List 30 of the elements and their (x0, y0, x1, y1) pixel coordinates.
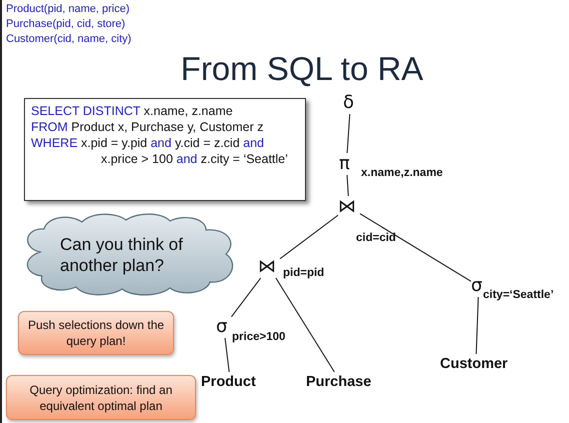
tree-edge (230, 278, 262, 318)
subscript-label: city=‘Seattle’ (483, 289, 554, 301)
relation-name: Product (201, 374, 256, 390)
subscript-label: price>100 (232, 331, 286, 343)
operator-symbol: σ (216, 318, 228, 336)
schema-line: Product(pid, name, price) (6, 2, 130, 17)
join-operator: ⋈ (258, 258, 276, 276)
tree-edge (275, 278, 335, 372)
slide-title: From SQL to RA (180, 50, 424, 88)
schema-line: Purchase(pid, cid, store) (6, 17, 126, 32)
tree-edge (360, 213, 472, 282)
cloud-text: Can you think of another plan? (60, 234, 184, 276)
tree-edge (346, 114, 350, 154)
note-callout: Query optimization: find an equivalent optimal plan (6, 375, 196, 420)
tree-edge (346, 174, 349, 196)
note-callout: Push selections down the query plan! (18, 311, 174, 355)
join-operator: ⋈ (338, 198, 356, 216)
subscript-label: pid=pid (283, 267, 324, 279)
operator-symbol: δ (343, 94, 354, 112)
operator-symbol: σ (471, 277, 482, 295)
operator-symbol: π (339, 155, 350, 173)
relation-name: Customer (440, 356, 508, 372)
relation-name: Purchase (306, 374, 372, 390)
schema-line: Customer(cid, name, city) (6, 32, 132, 47)
subscript-label: x.name,z.name (361, 167, 443, 179)
tree-edge (224, 338, 230, 372)
tree-edge (280, 214, 338, 260)
tree-edge (476, 296, 479, 354)
subscript-label: cid=cid (356, 232, 396, 244)
sql-query-box: SELECT DISTINCT x.name, z.name FROM Product x, Purchase y, Customer z WHERE x.pid = y.pid and y.cid = z.cid and x.price > 100 and z.city = ‘Seattle’ (24, 98, 306, 201)
